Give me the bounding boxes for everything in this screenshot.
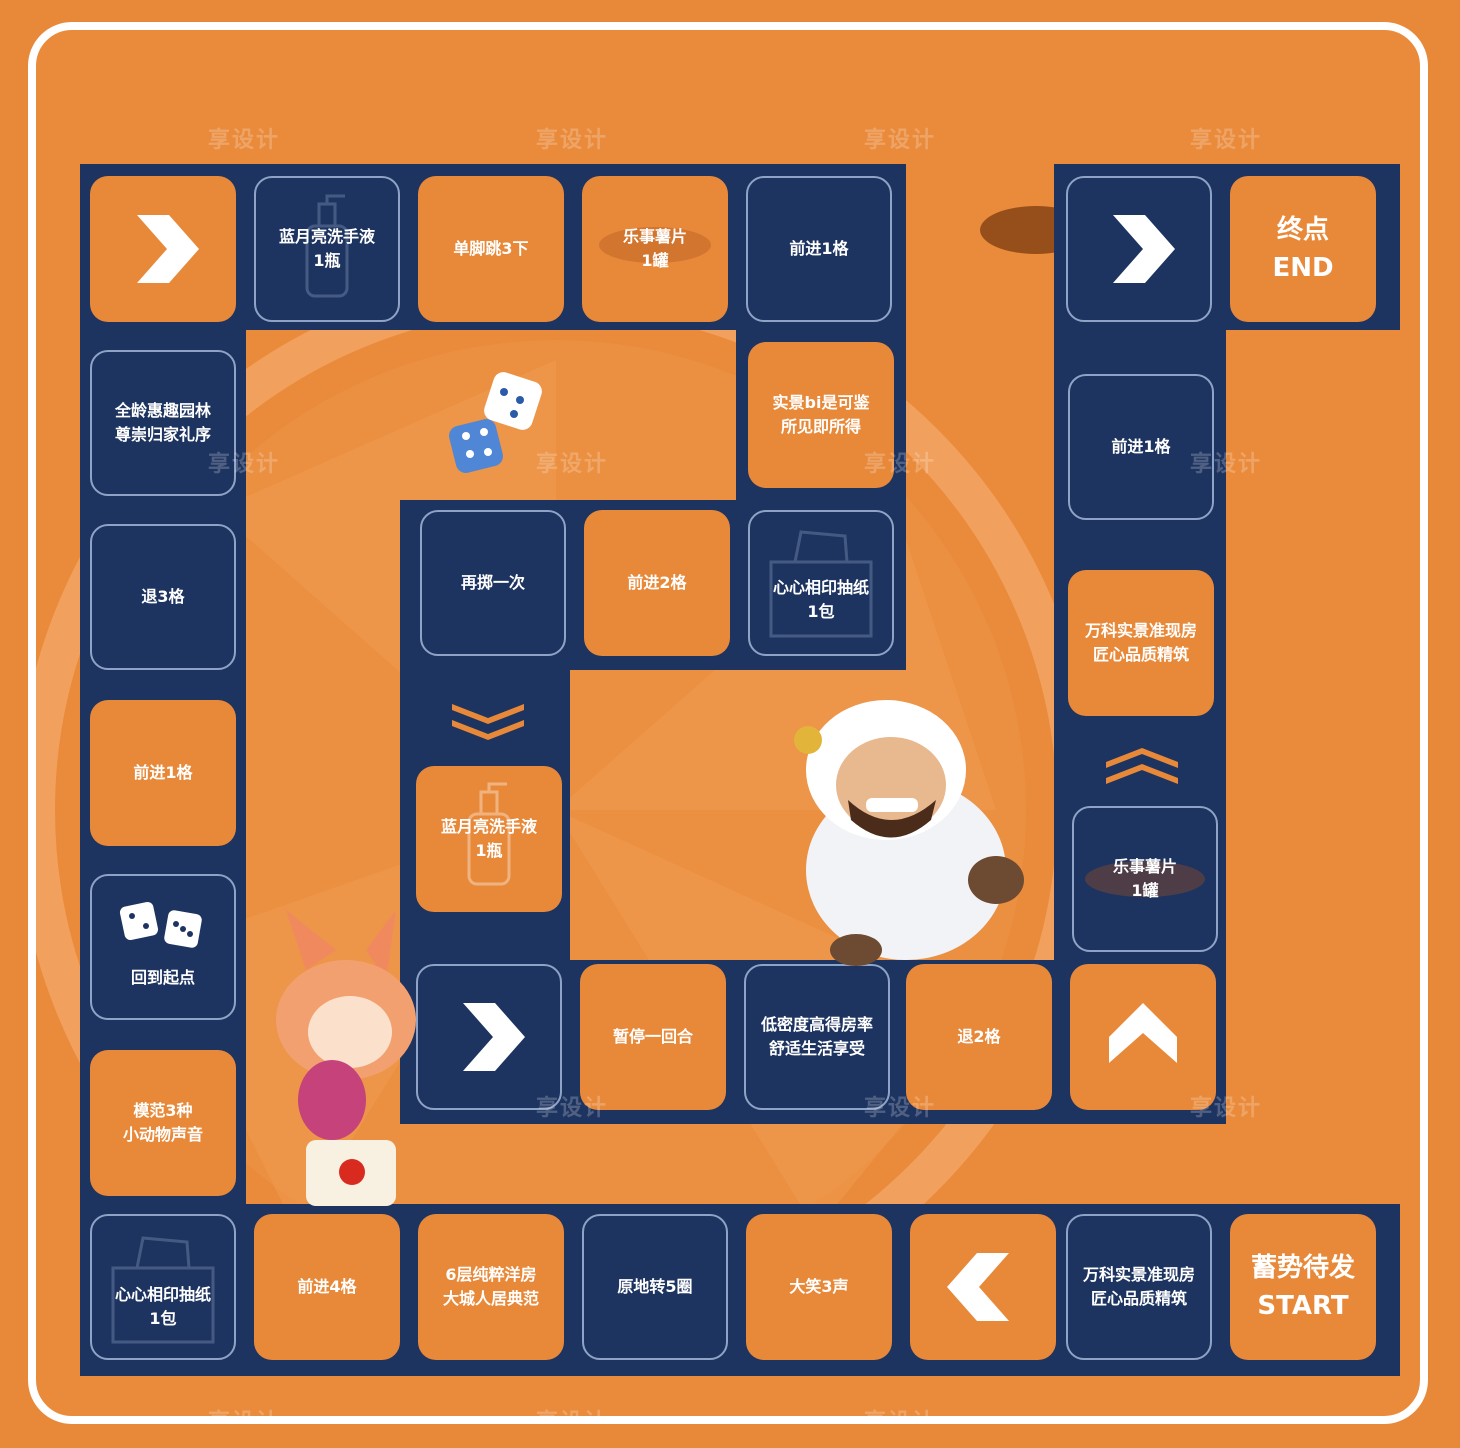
- tissue-box-icon: [111, 1236, 215, 1344]
- watermark: 享设计: [1190, 452, 1263, 477]
- tile-back-start: 回到起点: [90, 874, 236, 1020]
- start-label: 蓄势待发 START: [1250, 1253, 1355, 1321]
- watermark: 享设计: [864, 452, 937, 477]
- tile-animals: 模范3种 小动物声音: [90, 1050, 236, 1196]
- tile-label: 万科实景准现房 匠心品质精筑: [1082, 1265, 1195, 1308]
- tile-label: 暂停一回合: [612, 1027, 693, 1046]
- tile-hand-soap-1: 蓝月亮洗手液 1瓶: [254, 176, 400, 322]
- watermark: 享设计: [208, 452, 281, 477]
- tile-back-3: 退3格: [90, 524, 236, 670]
- tile-start: 蓄势待发 START: [1230, 1214, 1376, 1360]
- tile-forward-1-right: 前进1格: [1068, 374, 1214, 520]
- game-board: 蓝月亮洗手液 1瓶 单脚跳3下 乐事薯片 1罐 前进1格 终点 END 全龄惠趣…: [28, 22, 1428, 1424]
- dice-pair-icon: [449, 372, 542, 473]
- tile-tissue-1: 心心相印抽纸 1包: [748, 510, 894, 656]
- watermark: 享设计: [208, 128, 281, 153]
- tile-laugh-3: 大笑3声: [746, 1214, 892, 1360]
- tile-pause: 暂停一回合: [580, 964, 726, 1110]
- tile-label: 单脚跳3下: [453, 239, 529, 258]
- tile-forward-2: 前进2格: [584, 510, 730, 656]
- tile-forward-4: 前进4格: [254, 1214, 400, 1360]
- tile-label: 原地转5圈: [617, 1277, 693, 1296]
- chips-icon: [599, 227, 711, 263]
- chevron-right-icon: [1113, 215, 1175, 283]
- tile-label: 心心相印抽纸 1包: [772, 578, 869, 621]
- tile-label: 乐事薯片 1罐: [622, 227, 687, 270]
- tile-garden: 全龄惠趣园林 尊崇归家礼序: [90, 350, 236, 496]
- tile-label: 实景bi是可鉴 所见即所得: [772, 393, 870, 436]
- tile-label: 前进2格: [627, 573, 687, 592]
- tile-low-density: 低密度高得房率 舒适生活享受: [744, 964, 890, 1110]
- watermark: 享设计: [536, 1096, 609, 1121]
- tile-arrow-left-bottom: [910, 1214, 1056, 1360]
- tile-label: 退2格: [957, 1027, 1001, 1046]
- tile-arrow-right-top: [90, 176, 236, 322]
- tile-forward-1-left: 前进1格: [90, 700, 236, 846]
- watermark: 享设计: [864, 128, 937, 153]
- tile-chips-2: 乐事薯片 1罐: [1072, 806, 1218, 952]
- chips-icon: [1085, 861, 1205, 897]
- double-chevron-up-icon: [1102, 744, 1182, 784]
- tile-label: 前进1格: [789, 239, 849, 258]
- chevron-right-icon: [137, 215, 199, 283]
- tile-hop-3: 单脚跳3下: [418, 176, 564, 322]
- chevron-right-icon: [463, 1003, 525, 1071]
- chevron-left-icon: [947, 1253, 1009, 1321]
- tile-label: 前进1格: [1111, 437, 1171, 456]
- tile-label: 全龄惠趣园林 尊崇归家礼序: [114, 401, 211, 444]
- chevron-up-icon: [1109, 1003, 1177, 1063]
- tile-vanke-right: 万科实景准现房 匠心品质精筑: [1068, 570, 1214, 716]
- watermark: 享设计: [1190, 1096, 1263, 1121]
- watermark: 享设计: [536, 128, 609, 153]
- tile-label: 再掷一次: [460, 573, 525, 592]
- soap-bottle-icon: [305, 194, 349, 298]
- tile-label: 回到起点: [130, 968, 195, 987]
- tile-roll-again: 再掷一次: [420, 510, 566, 656]
- tile-label: 低密度高得房率 舒适生活享受: [760, 1015, 873, 1058]
- tile-vanke-bottom: 万科实景准现房 匠心品质精筑: [1066, 1214, 1212, 1360]
- tile-label: 大笑3声: [789, 1277, 849, 1296]
- tile-label: 蓝月亮洗手液 1瓶: [278, 227, 375, 270]
- tissue-box-icon: [769, 530, 873, 638]
- tile-arrow-right-top-2: [1066, 176, 1212, 322]
- watermark: 享设计: [536, 452, 609, 477]
- watermark: 享设计: [864, 1096, 937, 1121]
- tile-spin-5: 原地转5圈: [582, 1214, 728, 1360]
- tile-label: 模范3种 小动物声音: [122, 1101, 203, 1144]
- tile-label: 蓝月亮洗手液 1瓶: [440, 817, 537, 860]
- tile-chips-1: 乐事薯片 1罐: [582, 176, 728, 322]
- tile-label: 6层纯粹洋房 大城人居典范: [442, 1265, 539, 1308]
- tile-label: 万科实景准现房 匠心品质精筑: [1084, 621, 1197, 664]
- bunny-girl-illustration: [276, 910, 416, 1206]
- tile-back-2: 退2格: [906, 964, 1052, 1110]
- tile-label: 心心相印抽纸 1包: [114, 1285, 211, 1328]
- dice-icon: [119, 901, 202, 948]
- tile-all-real: 实景bi是可鉴 所见即所得: [748, 342, 894, 488]
- watermark: 享设计: [864, 1410, 937, 1424]
- end-label: 终点 END: [1272, 215, 1334, 283]
- tile-label: 前进4格: [297, 1277, 357, 1296]
- tile-end: 终点 END: [1230, 176, 1376, 322]
- watermark: 享设计: [1190, 128, 1263, 153]
- arab-character-illustration: [794, 700, 1024, 966]
- soap-bottle-icon: [467, 782, 511, 886]
- tile-label: 前进1格: [133, 763, 193, 782]
- tile-forward-1-a: 前进1格: [746, 176, 892, 322]
- double-chevron-down-icon: [448, 700, 528, 740]
- tile-arrow-up: [1070, 964, 1216, 1110]
- tile-mansion: 6层纯粹洋房 大城人居典范: [418, 1214, 564, 1360]
- watermark: 享设计: [536, 1410, 609, 1424]
- watermark: 享设计: [208, 1410, 281, 1424]
- tile-label: 退3格: [141, 587, 185, 606]
- tile-label: 乐事薯片 1罐: [1112, 857, 1177, 900]
- tile-tissue-2: 心心相印抽纸 1包: [90, 1214, 236, 1360]
- tile-hand-soap-2: 蓝月亮洗手液 1瓶: [416, 766, 562, 912]
- tile-arrow-right-middle: [416, 964, 562, 1110]
